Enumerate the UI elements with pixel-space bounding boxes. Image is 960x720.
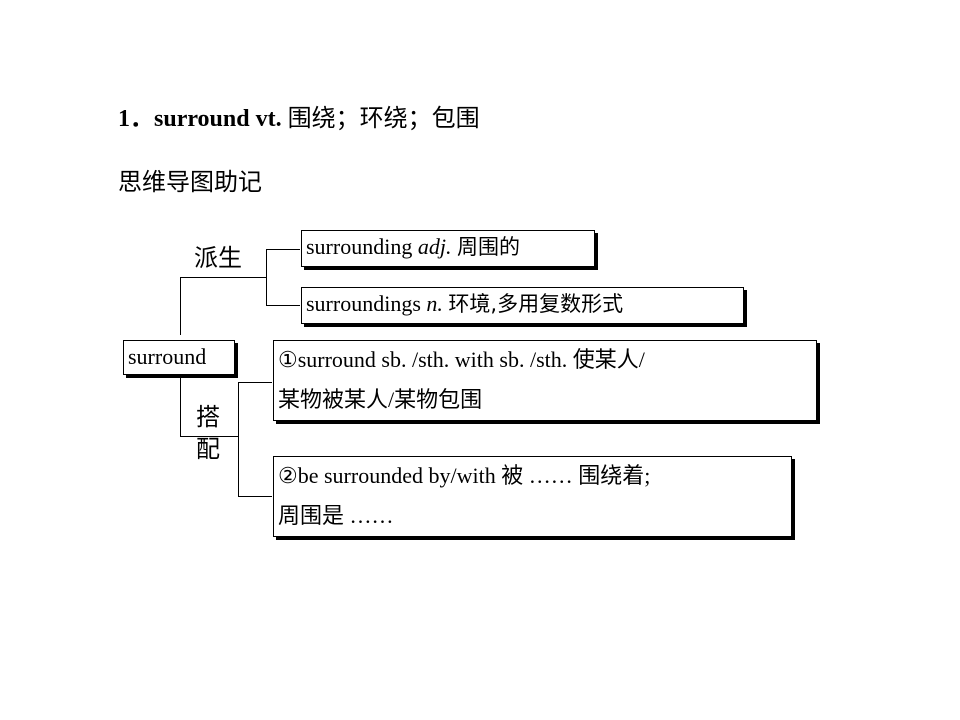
- subheading: 思维导图助记: [118, 168, 262, 196]
- collocation-content: ②be surrounded by/with 被 …… 围绕着; 周围是 ……: [278, 456, 650, 536]
- collocation-content: ①surround sb. /sth. with sb. /sth. 使某人/ …: [278, 340, 645, 420]
- derivative-pos: adj.: [417, 234, 452, 259]
- derivative-word: surrounding: [306, 234, 413, 259]
- root-word: surround: [128, 344, 207, 369]
- collocation-node: ②be surrounded by/with 被 …… 围绕着; 周围是 ……: [273, 456, 792, 537]
- connector-line: [238, 496, 272, 497]
- connector-line: [180, 277, 266, 278]
- connector-line: [266, 249, 300, 250]
- collocation-line: ②be surrounded by/with 被 …… 围绕着;: [278, 463, 651, 488]
- connector-line: [180, 277, 181, 335]
- heading-word: surround vt.: [154, 106, 282, 132]
- derivative-word: surroundings: [306, 291, 421, 316]
- connector-line: [266, 249, 267, 305]
- derivative-node: surroundings n. 环境,多用复数形式: [301, 287, 744, 324]
- connector-line: [180, 378, 181, 436]
- heading-meaning: 围绕；环绕；包围: [287, 104, 480, 132]
- root-node: surround: [123, 340, 235, 375]
- derivative-content: surroundings n. 环境,多用复数形式: [306, 293, 623, 315]
- collocation-node: ①surround sb. /sth. with sb. /sth. 使某人/ …: [273, 340, 817, 421]
- branch-label-collocation-1: 搭: [196, 403, 220, 431]
- derivative-meaning: 周围的: [456, 235, 520, 259]
- collocation-line: 周围是 ……: [278, 503, 394, 528]
- connector-line: [238, 382, 239, 496]
- derivative-pos: n.: [426, 291, 443, 316]
- connector-line: [180, 436, 238, 437]
- branch-label-derivation: 派生: [194, 244, 242, 272]
- heading-number: 1．: [118, 106, 154, 132]
- derivative-meaning: 环境,多用复数形式: [448, 292, 624, 316]
- collocation-line: 某物被某人/某物包围: [278, 387, 483, 412]
- connector-line: [266, 305, 300, 306]
- collocation-line: ①surround sb. /sth. with sb. /sth. 使某人/: [278, 347, 645, 372]
- derivative-content: surrounding adj. 周围的: [306, 236, 520, 258]
- branch-label-collocation-2: 配: [196, 435, 220, 463]
- connector-line: [238, 382, 272, 383]
- derivative-node: surrounding adj. 周围的: [301, 230, 595, 267]
- heading: 1．surround vt. 围绕；环绕；包围: [118, 98, 480, 133]
